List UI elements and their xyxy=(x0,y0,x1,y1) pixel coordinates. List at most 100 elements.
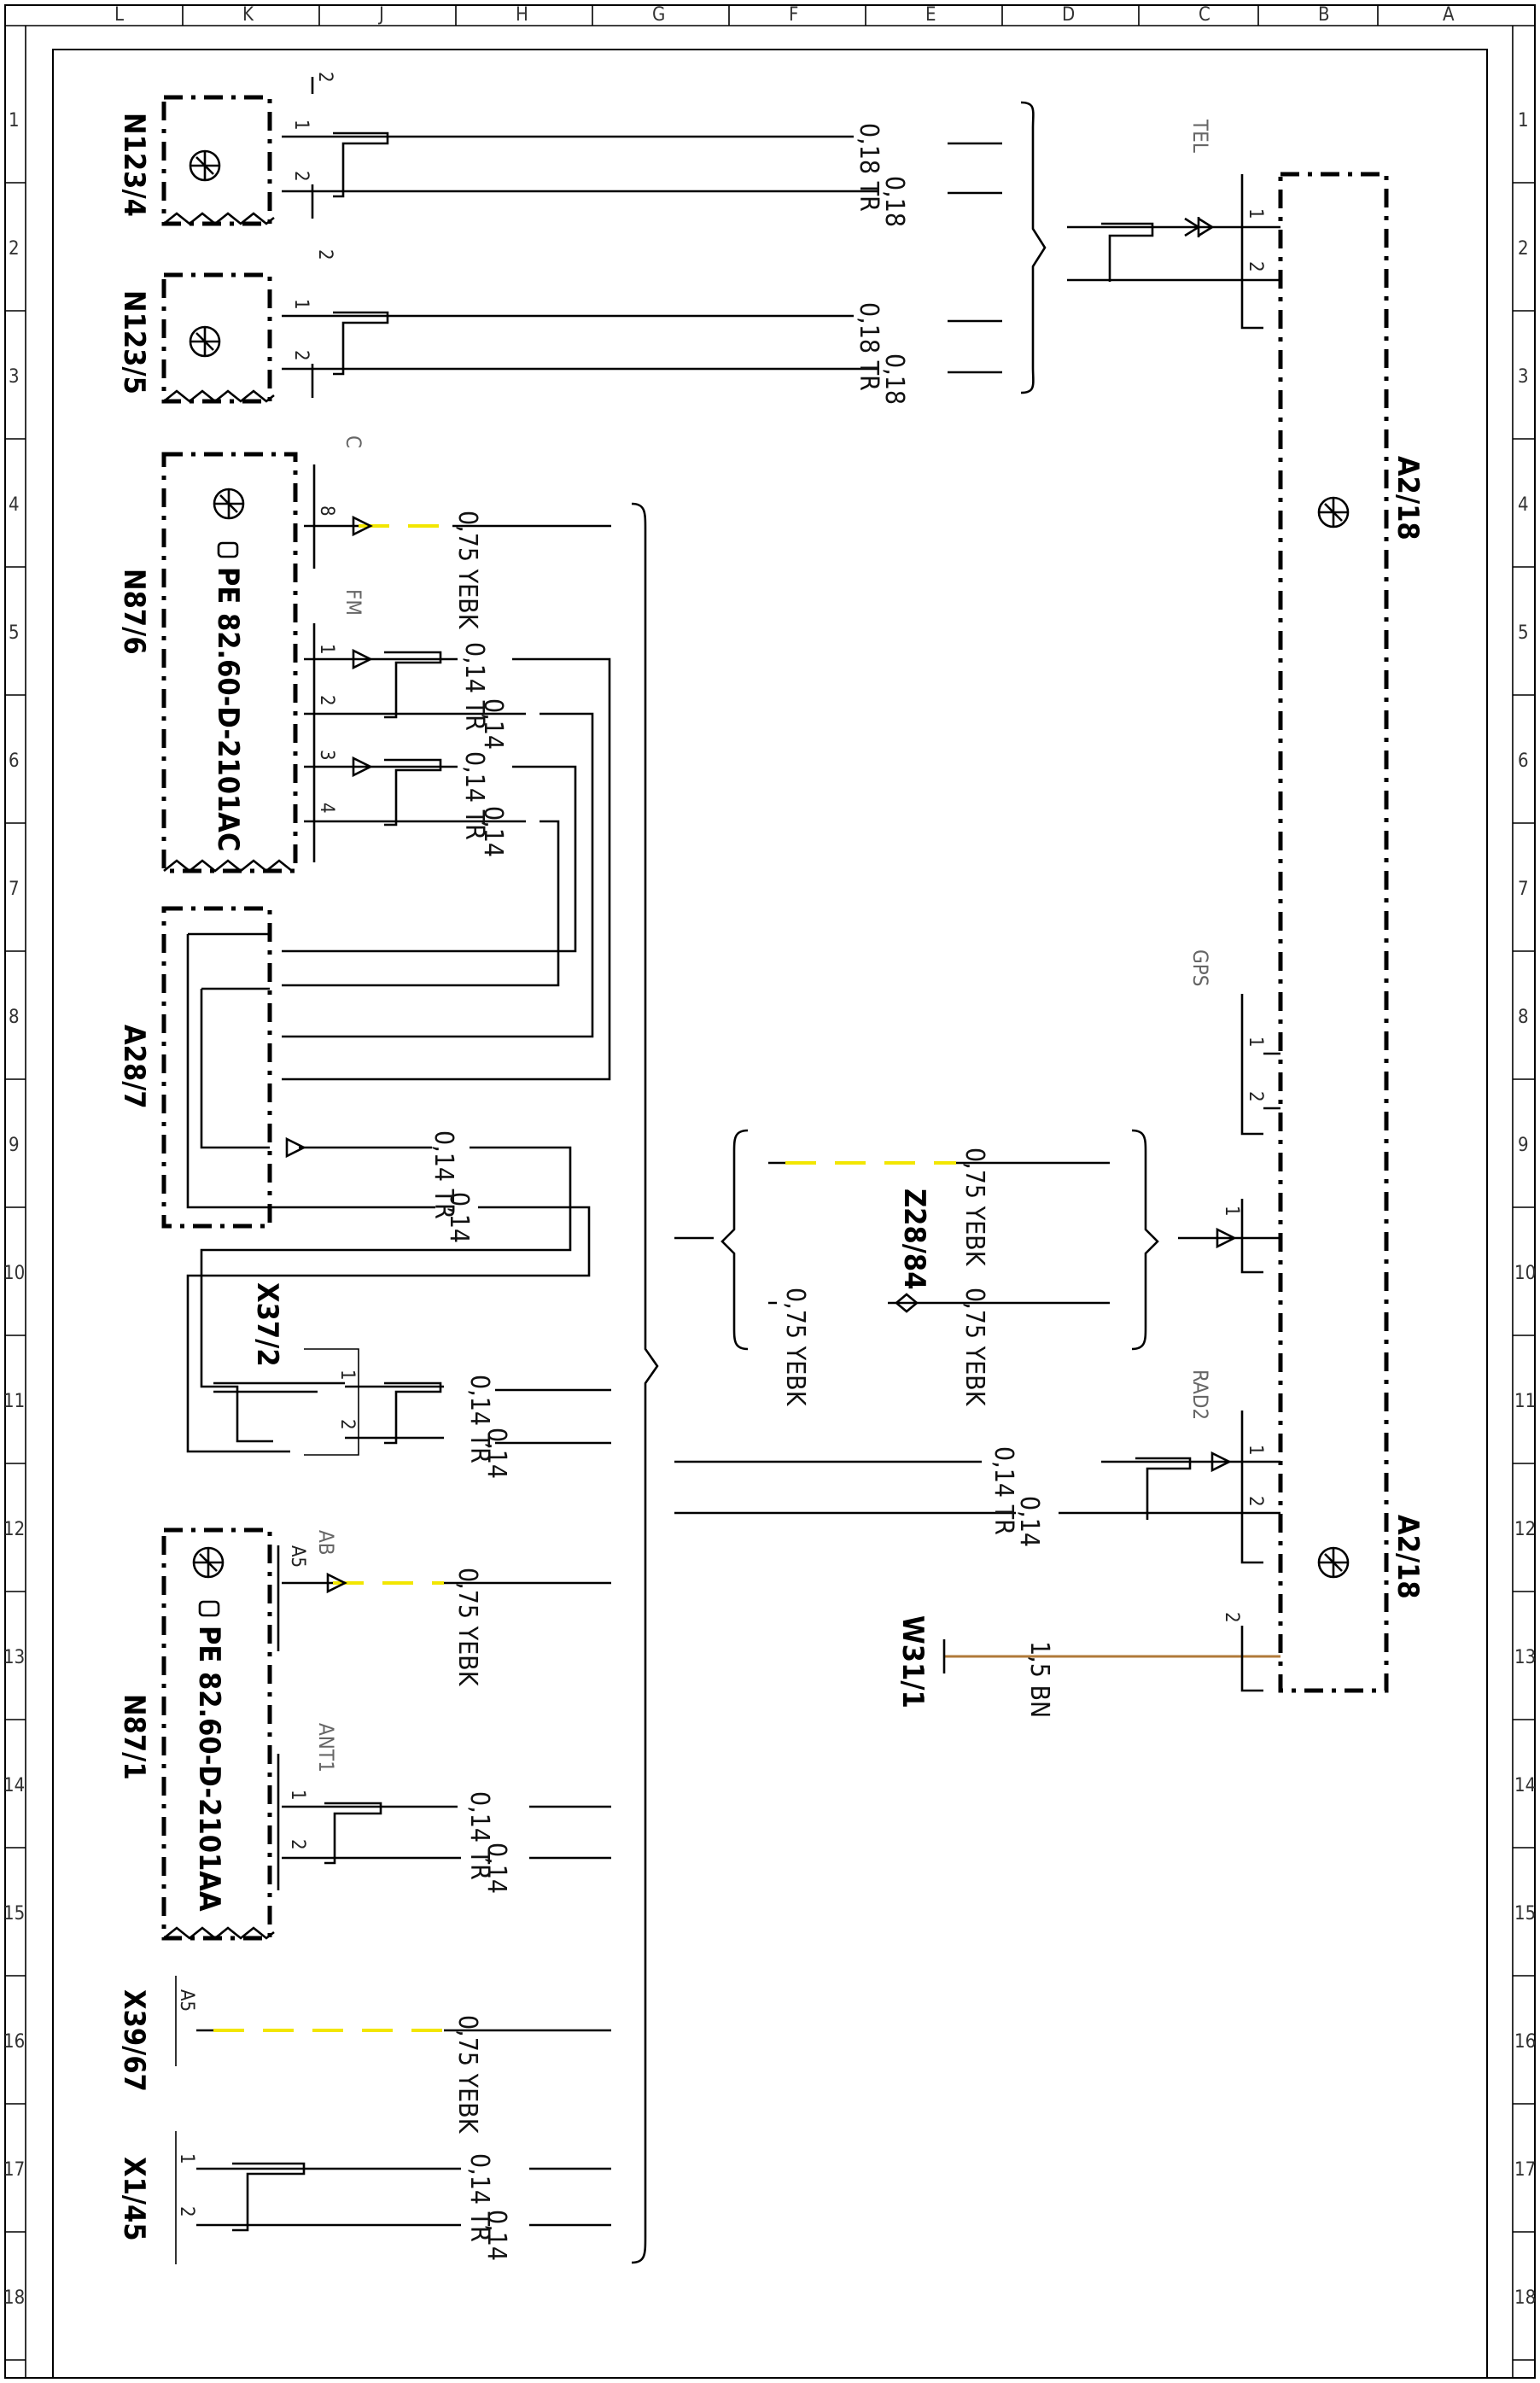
grid-col-h: H xyxy=(516,4,528,26)
grid-row-3: 3 xyxy=(9,366,20,388)
wires-x37-2 xyxy=(213,1348,611,1456)
grid-row-11: 11 xyxy=(3,1391,25,1412)
pin-x39-67-a5: A5 xyxy=(176,1989,197,2012)
pin-tel-1: 1 xyxy=(1245,208,1266,219)
box-a28-7 xyxy=(161,906,272,1229)
label-n123-5: N123/5 xyxy=(117,290,151,394)
conn-ab: AB xyxy=(314,1530,338,1556)
label-n123-4: N123/4 xyxy=(117,113,151,217)
document-reference-icon-n87-1 xyxy=(198,1600,220,1617)
wire-labels: 0,18 TR 0,18 0,18 TR 0,18 0,75 YEBK 0,14… xyxy=(429,123,1054,2261)
grid-row-r16: 16 xyxy=(1514,2031,1536,2053)
wires-w31-1 xyxy=(942,1626,1280,1692)
grid-row-r10: 10 xyxy=(1514,1263,1536,1284)
wires-right-brace xyxy=(631,502,659,2264)
pin-labels: 2 1 2 2 1 2 8 1 2 3 4 1 2 A5 1 2 A5 1 2 … xyxy=(176,72,1266,2217)
grid-row-7: 7 xyxy=(9,879,20,900)
pin-rad2-1: 1 xyxy=(1245,1445,1266,1456)
pin-n123-5-top: 2 xyxy=(314,249,335,260)
pin-n123-4-2: 2 xyxy=(290,171,312,182)
wl-ab: 0,75 YEBK xyxy=(452,1568,482,1687)
pin-rad2-2: 2 xyxy=(1245,1496,1266,1507)
wires-n87-6-fm xyxy=(282,623,611,1081)
label-n87-6: N87/6 xyxy=(117,569,151,655)
pin-gps-2: 2 xyxy=(1245,1091,1266,1102)
wl-fm-4: 0,14 xyxy=(478,806,508,857)
grid-row-r17: 17 xyxy=(1514,2159,1536,2181)
pin-n87-1-1: 1 xyxy=(287,1790,308,1801)
grid-row-15: 15 xyxy=(3,1903,25,1925)
antenna-icon-n123-4 xyxy=(189,149,221,182)
wl-n87-6-c: 0,75 YEBK xyxy=(452,511,482,630)
grid-row-r5: 5 xyxy=(1518,622,1529,644)
grid-row-17: 17 xyxy=(3,2159,25,2181)
grid-col-a: A xyxy=(1443,4,1455,26)
label-a2-18-top: A2/18 xyxy=(1391,456,1425,540)
grid-row-r4: 4 xyxy=(1518,494,1529,516)
pin-n87-6-1: 1 xyxy=(316,644,337,655)
wires-z28-84 xyxy=(674,1129,1280,1351)
wl-fm-1: 0,14 TR xyxy=(459,642,489,731)
pin-n87-6-4: 4 xyxy=(316,803,337,814)
wl-n123-5: 0,18 xyxy=(879,353,909,405)
wl-x1: 0,14 xyxy=(481,2210,511,2261)
grid-row-r9: 9 xyxy=(1518,1135,1529,1156)
wires-n123-4 xyxy=(282,77,1002,219)
document-reference-icon-n87-6 xyxy=(217,541,239,558)
wl-n123-4: 0,18 xyxy=(879,176,909,227)
label-x37-2: X37/2 xyxy=(250,1282,284,1367)
grid-row-ticks xyxy=(5,182,1535,2361)
grid-row-r8: 8 xyxy=(1518,1007,1529,1028)
antenna-icon-group xyxy=(189,149,1350,1579)
label-a28-7: A28/7 xyxy=(117,1025,151,1109)
grid-column-ticks xyxy=(182,5,1379,26)
label-z28-84: Z28/84 xyxy=(897,1189,931,1290)
label-w31-1: W31/1 xyxy=(895,1615,930,1708)
wires-n123-5 xyxy=(282,311,1002,398)
pin-x37-2-1: 1 xyxy=(336,1370,358,1381)
grid-row-r12: 12 xyxy=(1514,1519,1536,1540)
grid-row-4: 4 xyxy=(9,494,20,516)
wires-gps xyxy=(1240,994,1280,1136)
diagram-frame xyxy=(4,4,1536,2379)
antenna-icon-a2-18-bottom xyxy=(1317,1546,1350,1579)
component-boxes xyxy=(161,95,1389,1941)
grid-row-10: 10 xyxy=(3,1263,25,1284)
pin-n123-5-1: 1 xyxy=(290,299,312,310)
wires-a28-7 xyxy=(186,932,591,1453)
wires-n87-1-ant1 xyxy=(277,1754,611,1890)
grid-row-labels-right: 1 2 3 4 5 6 7 8 9 10 11 12 13 14 15 16 1… xyxy=(1514,110,1536,2309)
label-n87-1-doc: PE 82.60-D-2101AA xyxy=(192,1626,226,1912)
conn-tel: TEL xyxy=(1188,119,1212,153)
wl-x37-tr: 0,14 TR xyxy=(464,1375,494,1463)
wl-n123-4-tr: 0,18 TR xyxy=(854,123,884,212)
grid-row-8: 8 xyxy=(9,1007,20,1028)
connector-labels: TEL GPS RAD2 C FM AB ANT1 xyxy=(314,119,1212,1773)
box-wave-edges xyxy=(163,212,293,1940)
antenna-icon-a2-18-top xyxy=(1317,496,1350,529)
grid-col-k: K xyxy=(242,4,254,26)
conn-ant1: ANT1 xyxy=(314,1723,338,1773)
antenna-icon-n87-6 xyxy=(213,488,245,520)
grid-row-6: 6 xyxy=(9,751,20,772)
grid-row-r15: 15 xyxy=(1514,1903,1536,1925)
box-n123-5 xyxy=(161,272,272,404)
box-n123-4 xyxy=(161,95,272,226)
grid-row-1: 1 xyxy=(9,110,20,131)
conn-gps: GPS xyxy=(1188,949,1212,986)
pin-x1-45-1: 1 xyxy=(176,2153,197,2164)
wl-z28-left: 0,75 YEBK xyxy=(780,1288,810,1407)
grid-column-labels: L K J H G F E D C B A xyxy=(114,4,1455,26)
box-a2-18 xyxy=(1278,172,1389,1693)
pin-n123-5-2: 2 xyxy=(290,350,312,361)
grid-row-r14: 14 xyxy=(1514,1775,1536,1796)
grid-row-2: 2 xyxy=(9,238,20,260)
wl-rad2: 0,14 xyxy=(1014,1496,1044,1547)
pin-n87-6-3: 3 xyxy=(316,750,337,761)
antenna-icon-n87-1 xyxy=(192,1546,225,1579)
label-n87-6-doc: PE 82.60-D-2101AC xyxy=(211,567,245,851)
wl-ant1-tr: 0,14 TR xyxy=(464,1791,494,1880)
component-labels: N123/4 N123/5 N87/6 PE 82.60-D-2101AC A2… xyxy=(117,113,1425,2241)
grid-col-l: L xyxy=(114,4,124,26)
grid-row-9: 9 xyxy=(9,1135,20,1156)
